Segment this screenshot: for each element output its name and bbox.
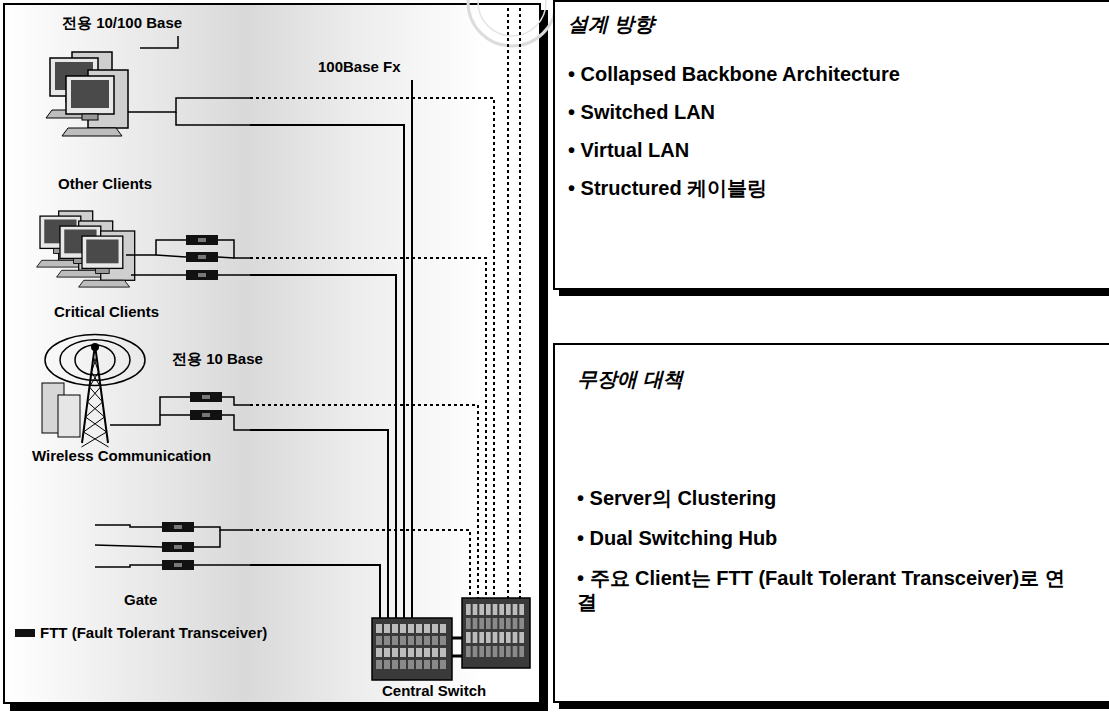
standby-link <box>250 98 494 598</box>
legend-swatch <box>15 629 35 637</box>
node-label: Central Switch <box>382 682 486 700</box>
bullet-item: • Dual Switching Hub <box>577 526 1081 550</box>
node-illustration <box>90 515 250 615</box>
primary-link <box>250 565 380 618</box>
bullet-item: • Virtual LAN <box>568 138 1081 162</box>
box-heading: 무장애 대책 <box>577 367 1081 391</box>
node-label: Other Clients <box>58 175 152 193</box>
standby-link <box>250 530 470 598</box>
wire <box>126 240 186 255</box>
primary-link <box>250 275 396 618</box>
note-box: 무장애 대책 • Server의 Clustering • Dual Switchi… <box>553 343 1109 703</box>
wire <box>222 397 250 405</box>
dedicated-line <box>140 36 178 48</box>
wire <box>160 414 190 416</box>
wire <box>218 240 250 258</box>
note-box: 설계 방향 • Collapsed Backbone Architecture • … <box>553 0 1109 290</box>
ftt-symbol <box>190 410 222 420</box>
radio-wave <box>60 340 130 381</box>
wire <box>95 545 162 547</box>
client-node: Gate <box>90 515 250 615</box>
standby-link <box>250 405 478 598</box>
wire <box>95 525 162 527</box>
ftt-symbol <box>190 392 222 402</box>
node-label: Wireless Communication <box>32 447 211 465</box>
bullet-item: • 주요 Client는 FTT (Fault Tolerant Transce… <box>577 566 1081 614</box>
watermark-seal <box>468 0 556 46</box>
client-node: Critical Clients <box>36 205 250 325</box>
ftt-symbol <box>162 560 194 570</box>
wire <box>218 274 250 276</box>
wire <box>176 112 250 125</box>
wire <box>131 274 186 276</box>
backup-line <box>519 8 521 598</box>
primary-link <box>250 125 404 618</box>
bullet-item: • Structured 케이블링 <box>568 176 1081 200</box>
wire <box>95 565 162 567</box>
watermark-seal <box>478 0 546 36</box>
switch-chassis <box>372 618 452 680</box>
client-node: Other Clients <box>36 40 250 200</box>
pc-icon <box>62 70 128 136</box>
link-label: 전용 10 Base <box>172 350 263 368</box>
wire <box>194 564 250 566</box>
ftt-symbol <box>162 522 194 532</box>
wire <box>128 98 250 112</box>
switch-chassis <box>462 598 530 668</box>
bullet-item: • Collapsed Backbone Architecture <box>568 62 1081 86</box>
bullet-item: • Switched LAN <box>568 100 1081 124</box>
client-node: Wireless Communication <box>30 325 250 475</box>
box-heading: 설계 방향 <box>568 12 1081 36</box>
wire <box>194 530 220 547</box>
link-label: 전용 10/100 Base <box>62 14 182 32</box>
wire <box>218 257 234 258</box>
ftt-symbol <box>162 542 194 552</box>
fiber-backbone-line <box>411 80 413 620</box>
wire <box>194 527 250 530</box>
primary-link <box>250 430 388 618</box>
ftt-symbol <box>186 235 218 245</box>
standby-link <box>250 258 486 598</box>
bullet-item: • Server의 Clustering <box>577 486 1081 510</box>
ftt-symbol <box>186 252 218 262</box>
legend-text: FTT (Fault Tolerant Transceiver) <box>40 624 267 642</box>
node-label: Critical Clients <box>54 303 159 321</box>
switch-node: Central Switch <box>368 598 534 702</box>
ftt-symbol <box>186 270 218 280</box>
node-label: Gate <box>124 591 157 609</box>
link-label: 100Base Fx <box>318 58 401 76</box>
wire <box>110 397 190 425</box>
wire <box>156 255 186 257</box>
pc-icon <box>79 231 135 287</box>
antenna-tower <box>81 345 108 447</box>
backup-line <box>507 8 509 598</box>
wire <box>222 415 250 430</box>
